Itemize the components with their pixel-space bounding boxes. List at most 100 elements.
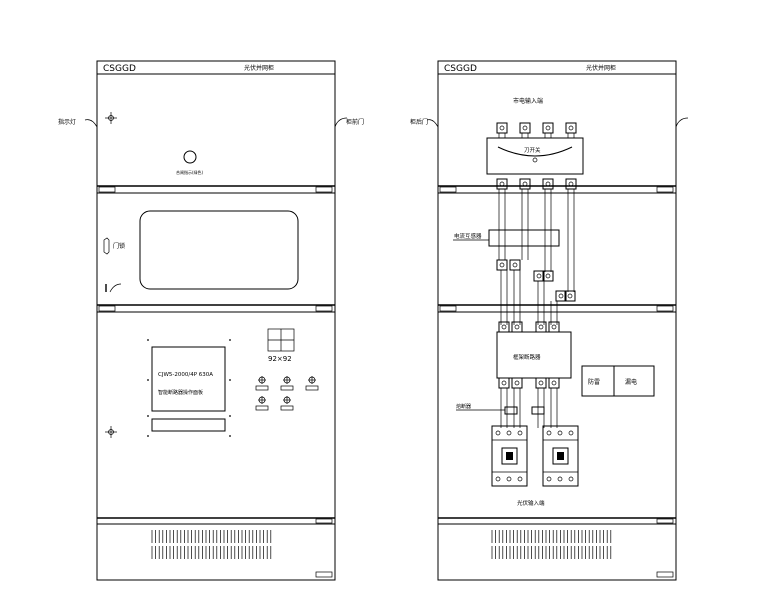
terminal	[548, 321, 560, 333]
pv-breaker-screw	[568, 430, 574, 436]
terminal	[509, 259, 521, 271]
callout-leader	[84, 119, 98, 128]
vent-grille	[491, 530, 612, 559]
pv-breaker-screw	[517, 430, 523, 436]
protection-box	[581, 365, 655, 397]
pv-breaker-screw	[495, 476, 501, 482]
door-handle-icon	[103, 237, 110, 255]
terminal-bolt	[568, 181, 574, 187]
button-label-plate	[280, 385, 294, 391]
pv-breaker-toggle	[557, 452, 564, 460]
pv-breaker-screw	[506, 476, 512, 482]
button-label-plate	[255, 385, 269, 391]
left-hinge-tab	[315, 305, 333, 312]
terminal	[496, 122, 508, 134]
terminal	[542, 270, 554, 282]
right-hinge-tab	[439, 186, 457, 193]
callout-leader	[334, 117, 348, 128]
terminal	[548, 377, 560, 389]
terminal	[565, 122, 577, 134]
right-hinge-tab	[656, 571, 674, 578]
terminal	[519, 178, 531, 190]
busbar-group	[496, 122, 577, 428]
left-hinge-tab	[98, 305, 116, 312]
terminal-bolt	[545, 125, 551, 131]
terminal	[565, 178, 577, 190]
terminal-bolt	[538, 324, 544, 330]
breaker-handle-slot	[151, 418, 226, 432]
terminal-bolt	[499, 181, 505, 187]
pv-breaker	[542, 425, 579, 487]
right-hinge-tab	[656, 518, 674, 524]
terminal	[542, 122, 554, 134]
button-label-plate	[305, 385, 319, 391]
main-breaker-label: 框架断路器	[513, 353, 541, 361]
pv-breaker	[491, 425, 528, 487]
terminal	[496, 178, 508, 190]
left-hinge-tab	[98, 186, 116, 193]
terminal-bolt	[545, 181, 551, 187]
vent-grille	[151, 530, 272, 559]
terminal-bolt	[512, 262, 518, 268]
terminal-bolt	[514, 380, 520, 386]
terminal	[555, 290, 567, 302]
box-right-text: 漏电	[625, 378, 637, 386]
breaker-model: CJW5-2000/4P 630A	[158, 372, 213, 378]
viewing-window	[139, 210, 299, 290]
terminal-bolt	[567, 293, 573, 299]
pv-breaker-handle	[501, 447, 518, 465]
left-cabinet: CSGGD 光伏并网柜 合闸指示(绿色) 指示灯 柜前门 门锁	[58, 60, 364, 581]
window-callout: 门锁	[113, 242, 125, 250]
box-left-text: 防雷	[588, 378, 600, 386]
button-group	[147, 339, 319, 437]
terminal	[533, 270, 545, 282]
screw-dot	[229, 415, 231, 417]
terminal-bolt	[499, 125, 505, 131]
top-label: 市电输入端	[513, 97, 543, 105]
screw-dot	[147, 339, 149, 341]
pv-breaker-screw	[546, 430, 552, 436]
left-hinge-tab	[315, 518, 333, 524]
terminal-bolt	[514, 324, 520, 330]
screw-dot	[229, 339, 231, 341]
terminal	[511, 321, 523, 333]
callout-right-text: 柜前门	[346, 118, 364, 126]
crosshair-icon	[105, 426, 117, 438]
right-callout-left: 柜后门	[410, 118, 428, 126]
pv-breaker-screw	[568, 476, 574, 482]
fuse	[504, 406, 518, 415]
terminal-bolt	[522, 181, 528, 187]
right-title: 光伏并网柜	[586, 64, 616, 72]
terminal-bolt	[501, 324, 507, 330]
pv-input-breakers	[491, 425, 579, 487]
isolator-blade	[497, 146, 573, 157]
pv-breaker-screw	[495, 430, 501, 436]
breaker-panel	[151, 346, 226, 412]
screw-dot	[147, 379, 149, 381]
main-breaker	[496, 331, 572, 379]
meter-size: 92×92	[268, 355, 292, 363]
terminal	[542, 178, 554, 190]
callout-left-text: 指示灯	[58, 118, 76, 126]
right-cabinet-outline	[437, 60, 677, 581]
terminal-bolt	[538, 380, 544, 386]
button-label-plate	[255, 405, 269, 411]
terminal-bolt	[499, 262, 505, 268]
isolator-pivot	[532, 157, 538, 163]
breaker-desc: 智能断路器操作面板	[158, 389, 203, 396]
terminal-bolt	[536, 273, 542, 279]
pv-breaker-screw	[517, 476, 523, 482]
terminal-bolt	[501, 380, 507, 386]
terminal-bolt	[551, 380, 557, 386]
terminal	[496, 259, 508, 271]
terminal-bolt	[545, 273, 551, 279]
right-brand: CSGGD	[444, 64, 477, 74]
terminal	[498, 377, 510, 389]
terminal	[511, 377, 523, 389]
pv-breaker-toggle	[506, 452, 513, 460]
pv-breaker-screw	[546, 476, 552, 482]
left-brand: CSGGD	[103, 64, 136, 74]
terminal-bolt	[558, 293, 564, 299]
left-cabinet-outline	[96, 60, 336, 581]
pv-breaker-screw	[557, 476, 563, 482]
